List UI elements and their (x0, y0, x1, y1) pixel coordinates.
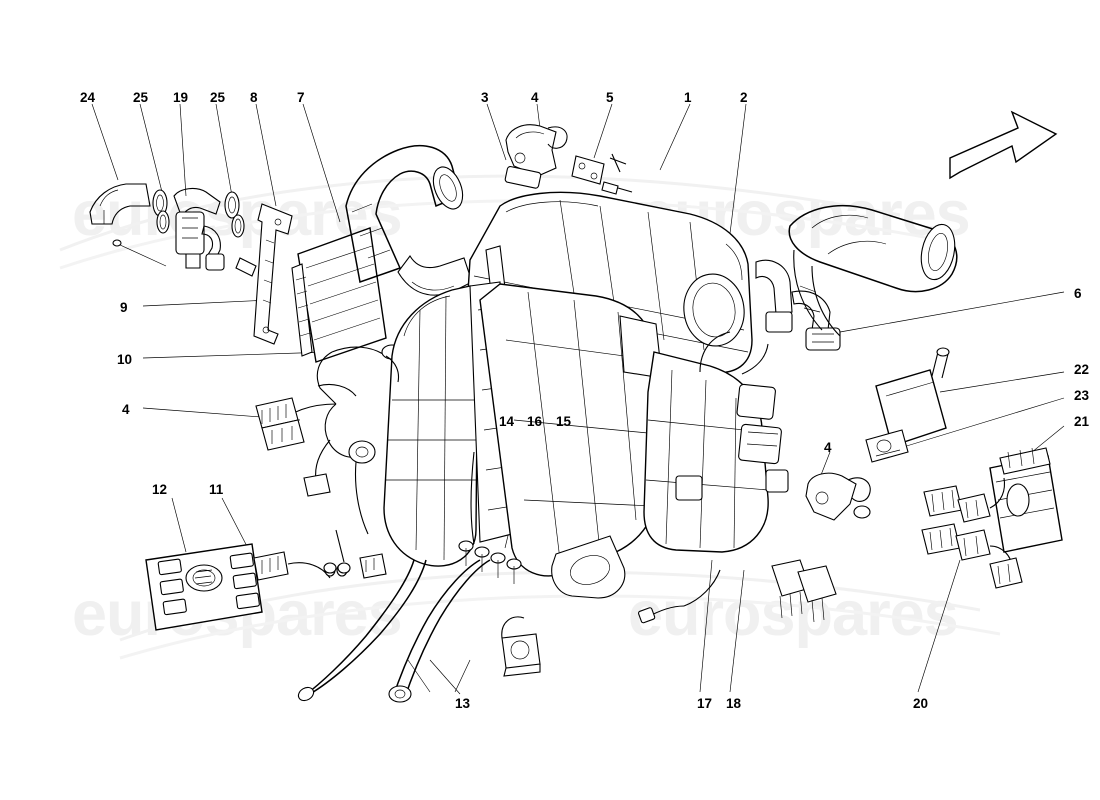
callout-23: 23 (1074, 388, 1090, 403)
parts-22-23-bracket (865, 347, 950, 463)
part-7-heater-core (291, 227, 387, 363)
callout-6: 6 (1074, 286, 1082, 301)
part-centre-air-distribution-case (479, 283, 663, 599)
callout-10: 10 (117, 352, 133, 367)
parts-14-16-15-fasteners (458, 451, 522, 584)
part-5-fasteners (571, 153, 633, 195)
part-19-water-valve (112, 187, 257, 277)
part-4-actuator-right (805, 472, 871, 521)
callout-4a: 4 (531, 90, 539, 105)
callout-25a: 25 (133, 90, 149, 105)
callout-17: 17 (697, 696, 713, 711)
callout-20: 20 (913, 696, 929, 711)
callout-22: 22 (1074, 362, 1090, 377)
part-21-control-module (989, 447, 1063, 553)
callout-15: 15 (556, 414, 572, 429)
callout-18: 18 (726, 696, 742, 711)
part-bottom-clamp (501, 616, 541, 677)
part-2-connector-pipe (755, 259, 841, 351)
callout-7: 7 (297, 90, 305, 105)
callout-4c: 4 (824, 440, 832, 455)
forward-direction-arrow (949, 110, 1058, 180)
callout-25b: 25 (210, 90, 226, 105)
part-8-mounting-bracket (253, 203, 293, 345)
part-12-control-panel (145, 543, 263, 631)
part-3-air-intake-duct (345, 144, 473, 296)
callout-24: 24 (80, 90, 96, 105)
callout-16: 16 (527, 414, 543, 429)
callout-21: 21 (1074, 414, 1090, 429)
part-20-connector-cluster (921, 477, 1023, 589)
callout-8: 8 (250, 90, 258, 105)
callout-11: 11 (209, 482, 224, 497)
part-misc-hoses (317, 355, 400, 397)
callout-1: 1 (684, 90, 692, 105)
part-25-clamp-rings (152, 189, 245, 238)
part-10-wiring-harness (255, 344, 403, 579)
callout-3: 3 (481, 90, 489, 105)
parts-17-18-relays (638, 559, 837, 624)
callout-14: 14 (499, 414, 515, 429)
callout-12: 12 (152, 482, 168, 497)
part-4-actuator-top (504, 124, 568, 189)
part-right-lower-casing (643, 331, 789, 553)
part-6-air-outlet-duct (788, 204, 958, 337)
part-13-support-rods (297, 529, 491, 703)
part-24-hose (89, 183, 151, 225)
callout-13: 13 (455, 696, 471, 711)
callout-2: 2 (740, 90, 748, 105)
callout-4b: 4 (122, 402, 130, 417)
callout-5: 5 (606, 90, 614, 105)
callout-9: 9 (120, 300, 128, 315)
callout-19: 19 (173, 90, 189, 105)
